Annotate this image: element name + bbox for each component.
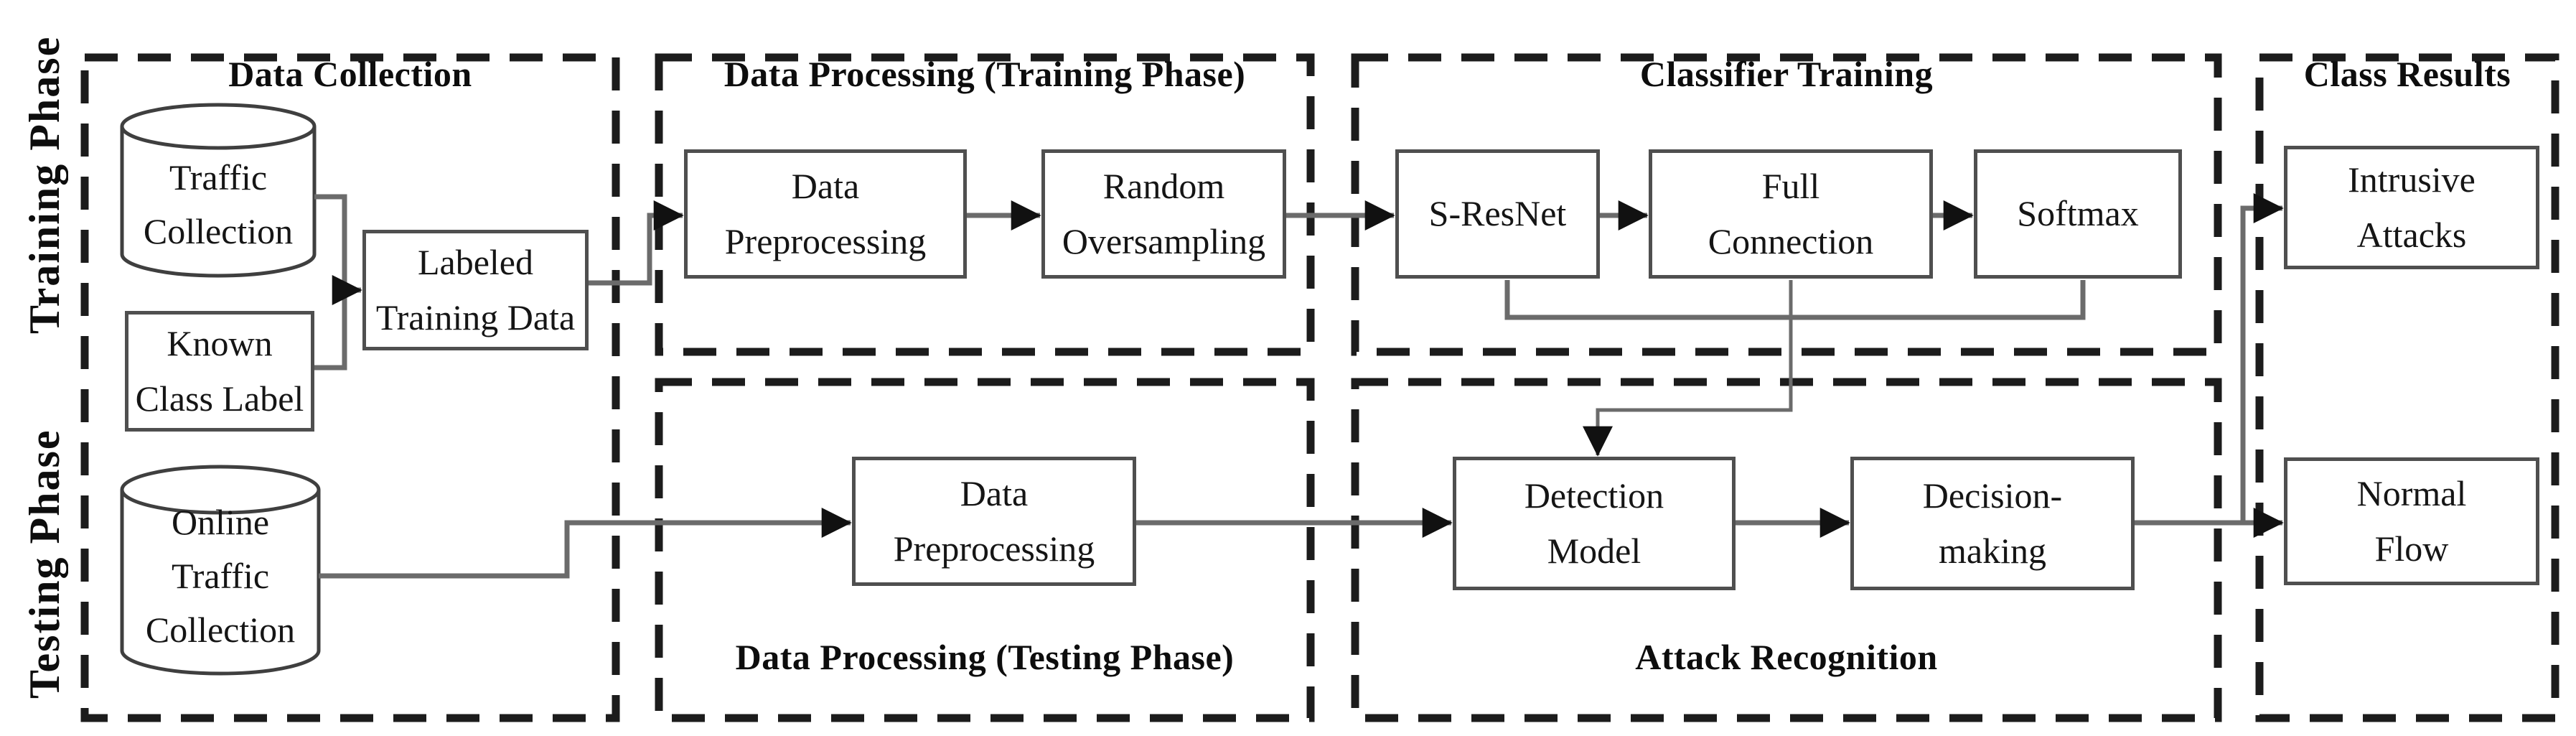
node-traffic-collection: Traffic Collection <box>122 147 314 262</box>
node-detection-model: Detection Model <box>1453 457 1736 590</box>
label-line: Labeled <box>417 241 533 282</box>
connector-sources-junction <box>314 194 347 371</box>
label-line: Traffic <box>171 555 270 596</box>
node-decision-making: Decision- making <box>1850 457 2135 590</box>
container-data-collection <box>80 53 620 722</box>
section-title-data-collection: Data Collection <box>228 54 472 94</box>
node-known-class-label: Known Class Label <box>125 311 314 432</box>
traffic-collection-cylinder-top <box>120 103 317 150</box>
arrow-online-to-preprocessing <box>319 508 852 579</box>
section-title-class-results: Class Results <box>2303 54 2511 94</box>
label-line: Known <box>167 322 273 363</box>
online-traffic-cylinder <box>120 490 321 676</box>
label-line: Connection <box>1708 221 1874 261</box>
label-line: Intrusive <box>2348 159 2476 200</box>
label-line: Detection <box>1524 475 1664 516</box>
label-line: Softmax <box>2017 193 2139 234</box>
label-line: Model <box>1547 531 1641 571</box>
label-line: Preprocessing <box>893 528 1095 569</box>
label-line: Preprocessing <box>724 221 927 261</box>
section-title-dp-testing: Data Processing (Testing Phase) <box>735 637 1235 677</box>
label-line: S-ResNet <box>1428 193 1567 234</box>
node-full-connection: Full Connection <box>1649 149 1933 279</box>
arrow-labeled-to-preprocessing <box>589 200 684 286</box>
label-line: Random <box>1102 165 1225 206</box>
section-title-dp-training: Data Processing (Training Phase) <box>723 54 1246 94</box>
node-random-oversampling: Random Oversampling <box>1041 149 1286 279</box>
container-dp-training <box>655 53 1315 356</box>
label-line: Class Label <box>135 378 304 419</box>
label-line: Online <box>171 501 270 542</box>
node-data-preprocessing-training: Data Preprocessing <box>684 149 967 279</box>
label-line: Attacks <box>2356 215 2467 255</box>
container-dp-testing <box>655 378 1315 722</box>
label-line: Data <box>960 472 1029 513</box>
node-labeled-training-data: Labeled Training Data <box>362 230 589 350</box>
label-line: Training Data <box>375 297 576 337</box>
label-line: making <box>1939 531 2046 571</box>
arrow-classifier-to-detection-model <box>1583 280 1793 457</box>
node-softmax: Softmax <box>1974 149 2182 279</box>
node-data-preprocessing-testing: Data Preprocessing <box>852 457 1136 586</box>
label-line: Flow <box>2374 528 2449 569</box>
row-label-testing-phase: Testing Phase <box>21 429 68 699</box>
row-label-training-phase: Training Phase <box>21 35 68 335</box>
online-traffic-cylinder-top <box>120 465 321 515</box>
section-title-attack-recognition: Attack Recognition <box>1635 637 1938 677</box>
section-title-classifier-training: Classifier Training <box>1639 54 1934 94</box>
label-line: Oversampling <box>1062 221 1266 261</box>
container-attack-recognition <box>1351 378 2222 722</box>
connector-classifier-bus <box>1504 280 2086 320</box>
label-line: Decision- <box>1922 475 2063 516</box>
label-line: Collection <box>143 211 294 251</box>
node-intrusive-attacks: Intrusive Attacks <box>2284 146 2539 269</box>
label-line: Data <box>791 165 860 206</box>
container-classifier-training <box>1351 53 2222 356</box>
node-normal-flow: Normal Flow <box>2284 457 2539 585</box>
arrow-decision-to-intrusive-attacks <box>2135 193 2284 526</box>
node-online-traffic-collection: Online Traffic Collection <box>122 497 319 655</box>
label-line: Normal <box>2356 472 2467 513</box>
traffic-collection-cylinder <box>120 126 317 278</box>
label-line: Full <box>1761 165 1820 206</box>
label-line: Traffic <box>169 157 268 197</box>
node-s-resnet: S-ResNet <box>1395 149 1600 279</box>
label-line: Collection <box>145 609 296 650</box>
